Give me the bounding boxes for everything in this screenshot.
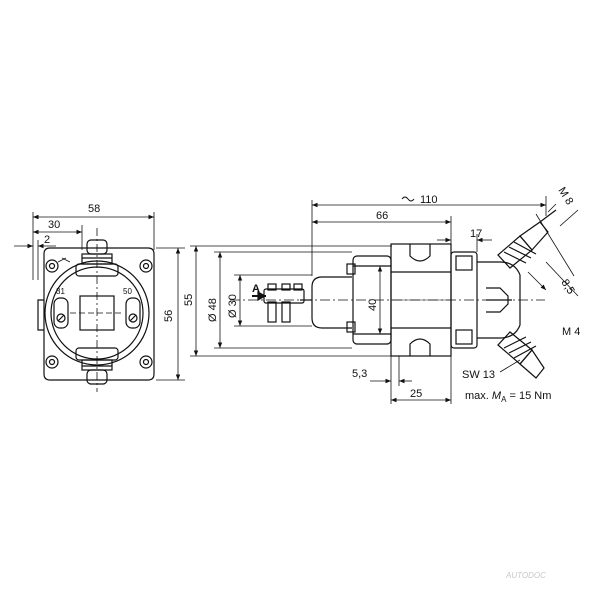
terminal-label-31: 31: [56, 287, 65, 296]
dim-25: 25: [410, 388, 422, 400]
terminal-label-50: 50: [123, 287, 132, 296]
corner-holes: [45, 259, 153, 369]
wrench-size-label: SW 13: [462, 369, 495, 381]
left-view-dimensions: [14, 212, 185, 381]
dim-40: 40: [367, 299, 379, 311]
torque-label: max. MA = 15 Nm: [465, 390, 551, 404]
side-view-dimensions: [190, 196, 579, 404]
lower-angled-terminal: [497, 331, 545, 379]
watermark: AUTODOC: [505, 571, 546, 580]
approx-sign: [401, 196, 415, 202]
flange-plate: [43, 247, 155, 381]
upper-angled-terminal: [497, 209, 557, 269]
dim-110: 110: [420, 194, 438, 206]
dim-dia-48: Ø 48: [207, 298, 219, 322]
small-terminal-50: [125, 297, 141, 329]
front-view: [37, 228, 155, 392]
dim-56: 56: [163, 310, 175, 322]
dim-m8: M 8: [555, 185, 575, 207]
dim-dia-30: Ø 30: [227, 294, 239, 318]
dim-17: 17: [470, 228, 482, 240]
dim-30-spacing: 30: [48, 219, 60, 231]
side-view: [230, 209, 557, 379]
small-terminal-31: [53, 297, 69, 329]
dim-58: 58: [88, 203, 100, 215]
dim-66: 66: [376, 210, 388, 222]
view-marker-a: A: [252, 283, 260, 295]
dim-2: 2: [44, 234, 50, 246]
dim-55: 55: [183, 294, 195, 306]
dim-5-3: 5,3: [352, 368, 367, 380]
actuator-link: [252, 283, 305, 323]
dim-8-5: 8,5: [558, 277, 576, 296]
solenoid-cap: [311, 276, 352, 329]
dim-m4: M 4: [562, 326, 580, 338]
